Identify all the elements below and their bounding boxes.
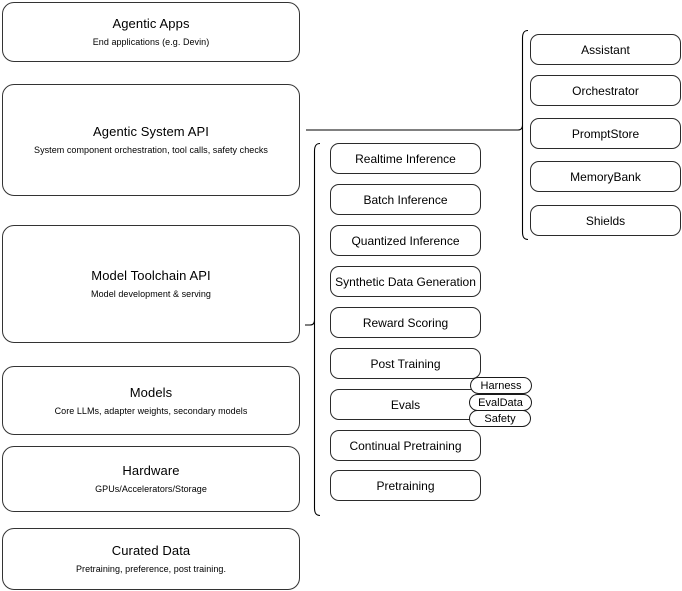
layer-title: Models [129, 384, 173, 400]
layer-models[interactable]: Models Core LLMs, adapter weights, secon… [2, 366, 300, 435]
layer-title: Agentic System API [93, 124, 209, 139]
capability-label: Quantized Inference [351, 233, 460, 248]
layer-hardware[interactable]: Hardware GPUs/Accelerators/Storage [2, 446, 300, 512]
layer-model-toolchain-api[interactable]: Model Toolchain API Model development & … [2, 225, 300, 343]
layer-subtitle: End applications (e.g. Devin) [92, 37, 210, 47]
capability-label: Evals [390, 397, 421, 412]
capability-continual-pretraining[interactable]: Continual Pretraining [330, 430, 481, 461]
capability-label: Continual Pretraining [349, 438, 462, 453]
evals-subcomponent-label: Harness [480, 379, 522, 392]
capability-synthetic-data-generation[interactable]: Synthetic Data Generation [330, 266, 481, 297]
system-component-label: Assistant [581, 42, 630, 57]
capability-quantized-inference[interactable]: Quantized Inference [330, 225, 481, 256]
system-component-promptstore[interactable]: PromptStore [530, 118, 681, 149]
middle-brace [305, 142, 321, 517]
system-component-memorybank[interactable]: MemoryBank [530, 161, 681, 192]
layer-subtitle: Core LLMs, adapter weights, secondary mo… [54, 405, 248, 416]
layer-curated-data[interactable]: Curated Data Pretraining, preference, po… [2, 528, 300, 590]
capability-label: Realtime Inference [355, 151, 456, 166]
layer-title: Agentic Apps [112, 16, 190, 31]
capability-label: Reward Scoring [362, 315, 449, 330]
layer-title: Hardware [122, 463, 180, 478]
right-brace [513, 29, 529, 241]
capability-batch-inference[interactable]: Batch Inference [330, 184, 481, 215]
layer-subtitle: Model development & serving [91, 289, 211, 299]
layer-subtitle: System component orchestration, tool cal… [34, 145, 268, 155]
system-component-label: Shields [585, 213, 626, 228]
layer-title: Model Toolchain API [91, 268, 211, 283]
capability-realtime-inference[interactable]: Realtime Inference [330, 143, 481, 174]
system-component-shields[interactable]: Shields [530, 205, 681, 236]
evals-subcomponent-label: EvalData [478, 396, 523, 409]
layer-agentic-system-api[interactable]: Agentic System API System component orch… [2, 84, 300, 196]
evals-subcomponent-evaldata[interactable]: EvalData [469, 394, 532, 411]
capability-label: Pretraining [376, 478, 435, 493]
capability-reward-scoring[interactable]: Reward Scoring [330, 307, 481, 338]
capability-label: Post Training [370, 356, 441, 371]
capability-label: Batch Inference [363, 192, 448, 207]
capability-label: Synthetic Data Generation [335, 274, 476, 289]
capability-pretraining[interactable]: Pretraining [330, 470, 481, 501]
evals-subcomponent-safety[interactable]: Safety [469, 410, 531, 427]
layer-subtitle: GPUs/Accelerators/Storage [95, 484, 207, 494]
capability-evals[interactable]: Evals [330, 389, 481, 420]
evals-subcomponent-harness[interactable]: Harness [470, 377, 532, 394]
evals-subcomponent-label: Safety [484, 412, 516, 425]
layer-agentic-apps[interactable]: Agentic Apps End applications (e.g. Devi… [2, 2, 300, 62]
layer-subtitle: Pretraining, preference, post training. [75, 564, 227, 574]
system-component-label: Orchestrator [572, 83, 639, 98]
capability-post-training[interactable]: Post Training [330, 348, 481, 379]
system-component-label: MemoryBank [570, 169, 641, 184]
system-component-orchestrator[interactable]: Orchestrator [530, 75, 681, 106]
system-component-assistant[interactable]: Assistant [530, 34, 681, 65]
system-component-label: PromptStore [571, 126, 640, 141]
layer-title: Curated Data [111, 543, 191, 558]
